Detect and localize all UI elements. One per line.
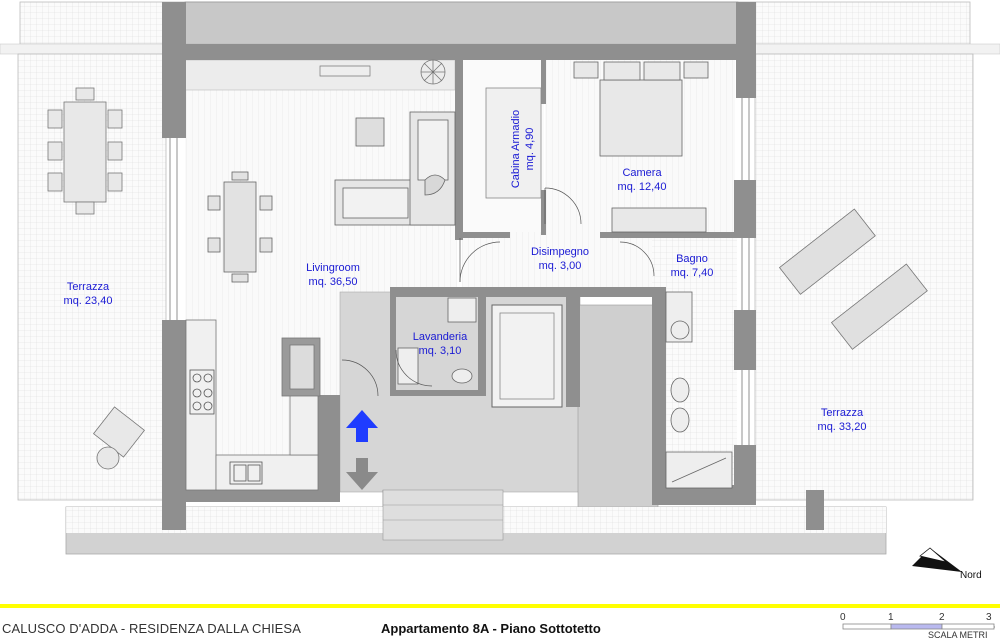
arrow-down-icon bbox=[346, 458, 378, 490]
north-label: Nord bbox=[960, 570, 982, 581]
lounge-chair-west bbox=[93, 406, 145, 470]
room-area: mq. 4,90 bbox=[524, 127, 536, 171]
room-area: mq. 23,40 bbox=[63, 295, 113, 307]
terrace-west-table bbox=[47, 87, 123, 215]
cooktop bbox=[189, 369, 215, 415]
wardrobe bbox=[485, 87, 542, 199]
room-area: mq. 3,00 bbox=[538, 260, 582, 272]
coffee-table bbox=[355, 117, 385, 147]
room-name: Bagno bbox=[676, 253, 708, 265]
walls bbox=[162, 2, 824, 530]
dining-table bbox=[207, 171, 273, 283]
room-name: Lavanderia bbox=[412, 331, 468, 343]
window-east bbox=[741, 98, 750, 445]
door-swings bbox=[341, 187, 655, 397]
room-area: mq. 36,50 bbox=[308, 276, 358, 288]
label-livingroom: Livingroom mq. 36,50 bbox=[293, 261, 373, 289]
label-terrazza-east: Terrazza mq. 33,20 bbox=[802, 406, 882, 434]
scale-tick-0: 0 bbox=[840, 612, 846, 623]
arrow-up-icon bbox=[346, 410, 378, 442]
scale-tick-1: 1 bbox=[888, 612, 894, 623]
bagno-floor bbox=[652, 232, 737, 490]
label-terrazza-west: Terrazza mq. 23,40 bbox=[48, 280, 128, 308]
disimpegno-floor bbox=[462, 232, 652, 287]
plant-icon bbox=[420, 59, 446, 85]
window-west bbox=[169, 138, 178, 320]
label-camera: Camera mq. 12,40 bbox=[602, 166, 682, 194]
room-name: Cabina Armadio bbox=[510, 109, 522, 189]
sofa bbox=[334, 111, 456, 226]
room-name: Terrazza bbox=[820, 407, 864, 419]
stair-shaft bbox=[577, 304, 659, 511]
room-name: Terrazza bbox=[66, 281, 110, 293]
room-name: Disimpegno bbox=[530, 246, 590, 258]
sink bbox=[229, 461, 263, 485]
scale-bar bbox=[842, 623, 995, 630]
room-name: Livingroom bbox=[306, 262, 360, 274]
room-name: Camera bbox=[622, 167, 662, 179]
scale-tick-3: 3 bbox=[986, 612, 992, 623]
room-area: mq. 3,10 bbox=[418, 345, 462, 357]
label-bagno: Bagno mq. 7,40 bbox=[652, 252, 732, 280]
laundry-fixtures bbox=[397, 297, 477, 385]
footer-line bbox=[0, 604, 1000, 608]
drawing-title: Appartamento 8A - Piano Sottotetto bbox=[381, 621, 601, 636]
label-disimpegno: Disimpegno mq. 3,00 bbox=[520, 245, 600, 273]
sideboard bbox=[319, 65, 371, 77]
room-area: mq. 7,40 bbox=[670, 267, 714, 279]
scale-label: SCALA METRI bbox=[928, 630, 988, 640]
scale-tick-2: 2 bbox=[939, 612, 945, 623]
sun-loungers-east bbox=[778, 208, 928, 350]
bed bbox=[573, 61, 709, 157]
elevator bbox=[491, 304, 563, 408]
dresser bbox=[611, 207, 707, 233]
room-area: mq. 12,40 bbox=[617, 181, 667, 193]
roof-overhang-top bbox=[184, 1, 739, 45]
room-area: mq. 33,20 bbox=[817, 421, 867, 433]
label-cabina-armadio: Cabina Armadio mq. 4,90 bbox=[509, 104, 537, 194]
project-name: CALUSCO D'ADDA - RESIDENZA DALLA CHIESA bbox=[2, 621, 301, 636]
label-lavanderia: Lavanderia mq. 3,10 bbox=[400, 330, 480, 358]
bathroom-fixtures bbox=[665, 291, 733, 489]
